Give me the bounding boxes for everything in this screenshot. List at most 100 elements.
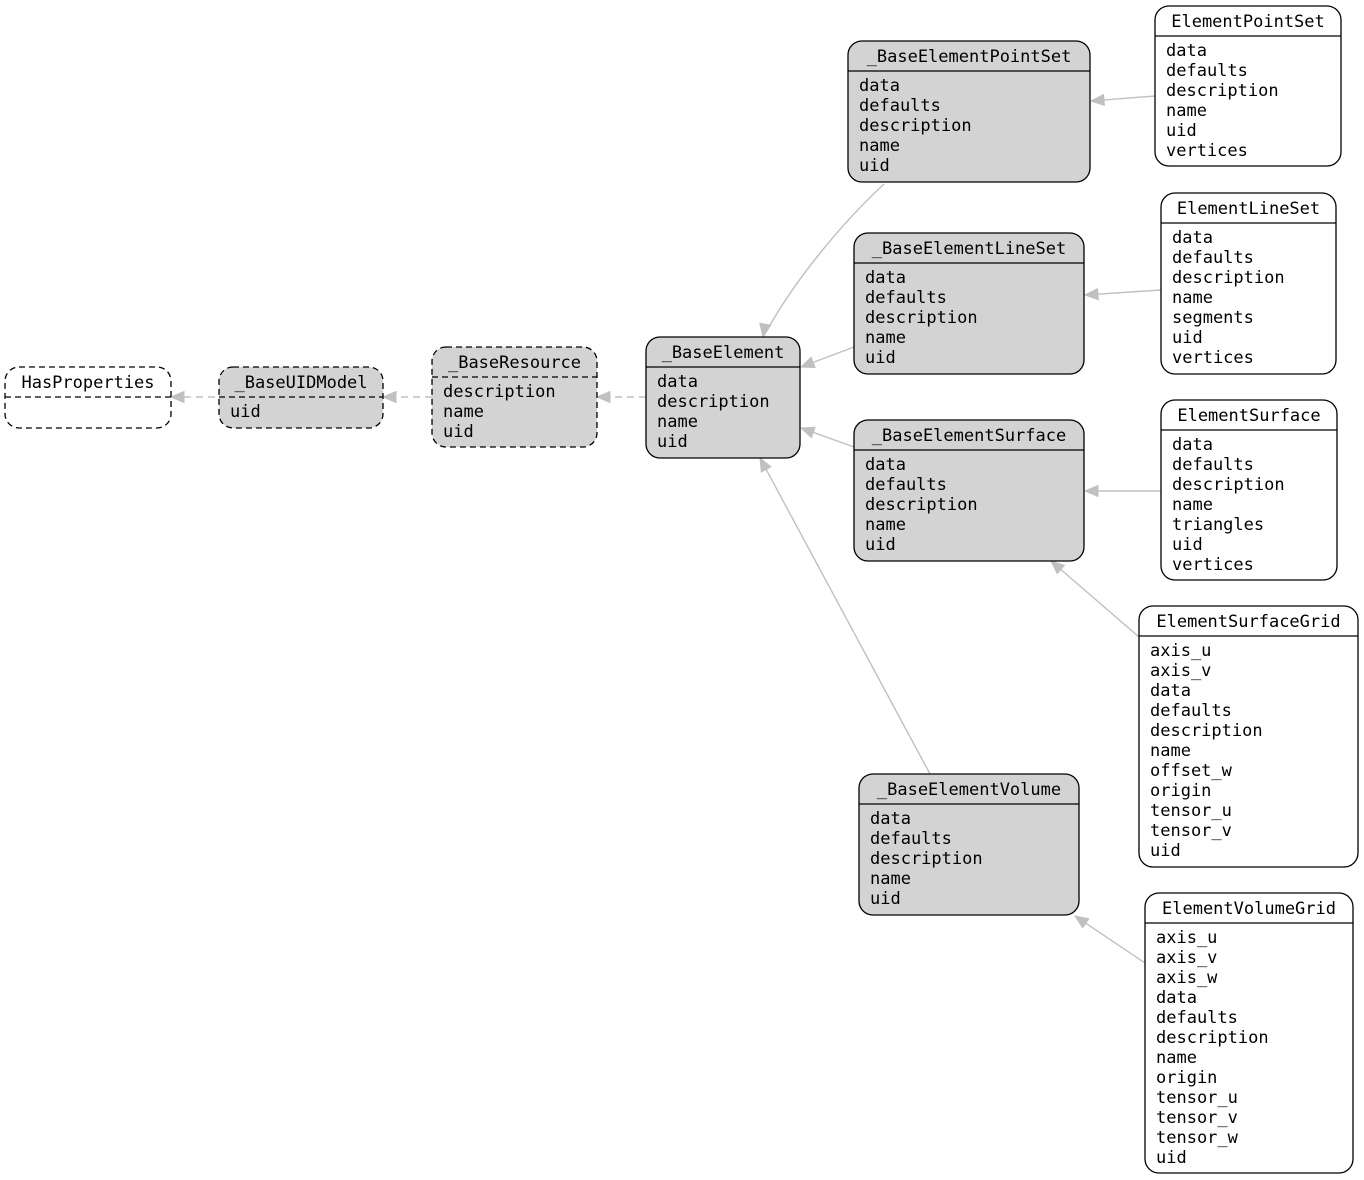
class-node-attribute: tensor_v	[1150, 821, 1232, 841]
class-node-base-element-point-set[interactable]: _BaseElementPointSetdatadefaultsdescript…	[847, 40, 1091, 183]
class-node-attribute: tensor_u	[1156, 1088, 1238, 1108]
arrowhead	[1089, 93, 1105, 107]
class-node-attribute: uid	[859, 156, 890, 176]
edge-lineset-to-baselineset	[1083, 287, 1162, 301]
edge-line	[1059, 568, 1140, 638]
edge-line	[811, 346, 855, 364]
edge-line	[765, 183, 885, 333]
class-node-attribute: defaults	[1150, 701, 1232, 721]
class-node-attribute: data	[1150, 681, 1191, 701]
class-node-attribute: triangles	[1172, 515, 1264, 535]
class-node-title: ElementSurfaceGrid	[1156, 612, 1340, 632]
class-node-attribute: data	[859, 76, 900, 96]
class-node-attribute: origin	[1156, 1068, 1217, 1088]
class-node-attribute: uid	[1172, 535, 1203, 555]
class-node-title: _BaseResource	[448, 353, 581, 373]
class-node-box	[431, 346, 598, 448]
arrowhead	[381, 390, 397, 404]
class-node-box	[847, 40, 1091, 183]
class-node-base-element-surface[interactable]: _BaseElementSurfacedatadefaultsdescripti…	[853, 419, 1085, 562]
edge-baseelement-to-baseresource	[595, 390, 646, 404]
class-node-title: ElementSurface	[1177, 406, 1320, 426]
class-node-attribute: defaults	[859, 96, 941, 116]
class-node-attribute: data	[1156, 988, 1197, 1008]
class-node-attribute: axis_w	[1156, 968, 1218, 988]
edge-baselineset-to-baseelement	[799, 346, 855, 369]
class-node-attribute: data	[865, 455, 906, 475]
class-node-box	[853, 232, 1085, 375]
class-node-attribute: axis_u	[1150, 641, 1211, 661]
class-node-attribute: defaults	[1172, 248, 1254, 268]
class-node-attribute: uid	[1166, 121, 1197, 141]
class-node-has-properties[interactable]: HasProperties	[4, 366, 172, 429]
edge-basesurface-to-baseelement	[799, 426, 855, 448]
arrowhead	[799, 426, 816, 439]
class-node-attribute: data	[657, 372, 698, 392]
class-node-attribute: tensor_u	[1150, 801, 1232, 821]
class-node-attribute: vertices	[1172, 348, 1254, 368]
class-node-attribute: vertices	[1172, 555, 1254, 575]
class-node-title: HasProperties	[21, 373, 154, 393]
class-node-title: ElementVolumeGrid	[1162, 899, 1336, 919]
arrowhead	[759, 322, 772, 339]
class-node-title: _BaseElementSurface	[872, 426, 1066, 446]
class-node-attribute: segments	[1172, 308, 1254, 328]
edges	[169, 93, 1162, 964]
class-node-attribute: description	[1150, 721, 1263, 741]
class-node-box	[1160, 192, 1337, 375]
class-node-title: _BaseElementLineSet	[872, 239, 1066, 259]
class-node-attribute: data	[1172, 435, 1213, 455]
edge-basevolume-to-baseelement	[759, 456, 931, 775]
class-node-attribute: name	[870, 869, 911, 889]
class-node-element-surface[interactable]: ElementSurface datadefaultsdescriptionnam…	[1160, 399, 1338, 581]
arrowhead	[1050, 560, 1066, 575]
class-node-attribute: uid	[1150, 841, 1181, 861]
class-node-attribute: name	[1166, 101, 1207, 121]
class-node-attribute: description	[1172, 475, 1285, 495]
class-node-attribute: name	[1172, 288, 1213, 308]
arrowhead	[1083, 287, 1099, 301]
class-node-base-element-volume[interactable]: _BaseElementVolumedatadefaultsdescriptio…	[858, 773, 1080, 916]
class-node-element-surface-grid[interactable]: ElementSurfaceGridaxis_uaxis_vdatadefaul…	[1138, 605, 1359, 868]
class-node-attribute: name	[859, 136, 900, 156]
class-node-element-point-set[interactable]: ElementPointSetdatadefaultsdescriptionna…	[1154, 5, 1342, 167]
edge-basepointset-to-baseelement	[759, 183, 885, 339]
edge-line	[1096, 289, 1162, 295]
class-node-attribute: name	[1172, 495, 1213, 515]
arrowhead	[595, 390, 611, 404]
edge-surface-to-basesurface	[1083, 484, 1161, 498]
class-node-attribute: name	[865, 328, 906, 348]
class-node-attribute: name	[865, 515, 906, 535]
class-node-box	[1160, 399, 1338, 581]
class-node-attribute: data	[865, 268, 906, 288]
class-node-attribute: data	[1166, 41, 1207, 61]
class-node-attribute: axis_v	[1156, 948, 1217, 968]
arrowhead	[1073, 915, 1090, 929]
class-node-element-line-set[interactable]: ElementLineSetdatadefaultsdescriptionnam…	[1160, 192, 1337, 375]
class-node-attribute: uid	[1156, 1148, 1187, 1168]
class-node-attribute: uid	[865, 348, 896, 368]
class-node-base-element-line-set[interactable]: _BaseElementLineSetdatadefaultsdescripti…	[853, 232, 1085, 375]
class-node-attribute: description	[1166, 81, 1279, 101]
class-node-attribute: name	[1156, 1048, 1197, 1068]
edge-line	[812, 431, 855, 448]
class-node-attribute: description	[443, 382, 556, 402]
class-node-attribute: defaults	[865, 288, 947, 308]
class-node-attribute: description	[657, 392, 770, 412]
class-node-attribute: defaults	[1172, 455, 1254, 475]
class-node-attribute: uid	[1172, 328, 1203, 348]
class-node-title: ElementLineSet	[1177, 199, 1320, 219]
class-node-box	[853, 419, 1085, 562]
class-node-element-volume-grid[interactable]: ElementVolumeGridaxis_uaxis_vaxis_wdatad…	[1144, 892, 1354, 1174]
class-node-title: _BaseElement	[662, 343, 785, 363]
class-node-attribute: defaults	[870, 829, 952, 849]
arrowhead	[169, 390, 185, 404]
class-node-attribute: description	[865, 495, 978, 515]
class-node-attribute: defaults	[1166, 61, 1248, 81]
edge-line	[765, 468, 931, 775]
class-node-attribute: tensor_v	[1156, 1108, 1238, 1128]
